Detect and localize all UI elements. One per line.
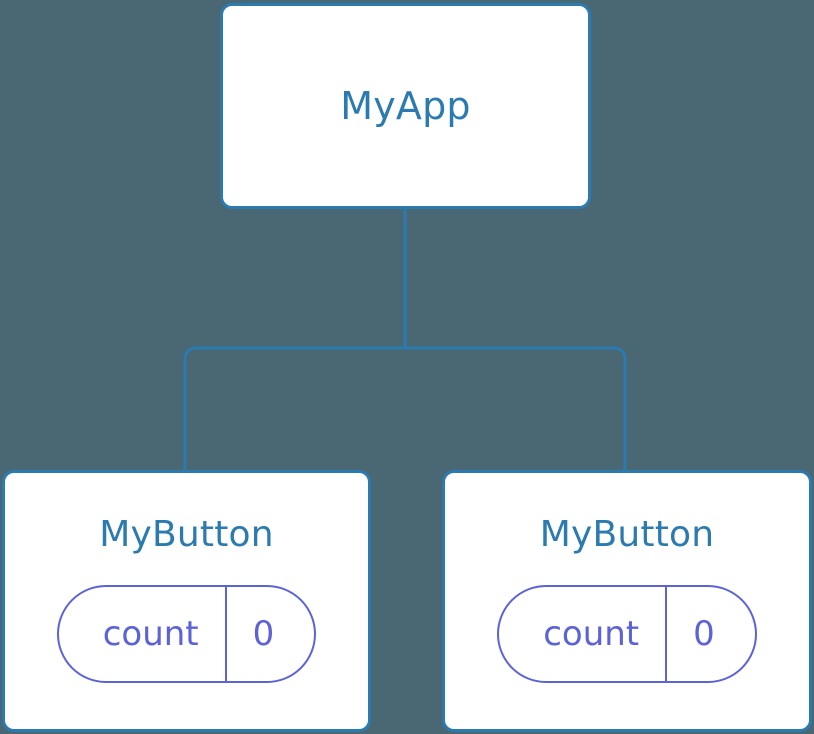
node-mybutton-2[interactable]: MyButton count 0 xyxy=(442,470,812,732)
state-pill-count-1-value: 0 xyxy=(252,614,275,654)
state-pill-count-2[interactable]: count 0 xyxy=(497,585,757,683)
node-mybutton-2-state-row: count 0 xyxy=(445,585,809,683)
state-pill-count-1[interactable]: count 0 xyxy=(56,585,317,683)
node-myapp[interactable]: MyApp xyxy=(220,3,591,209)
node-mybutton-1-state-row: count 0 xyxy=(5,585,368,683)
node-mybutton-1-title: MyButton xyxy=(99,514,274,555)
node-mybutton-1[interactable]: MyButton count 0 xyxy=(2,470,371,732)
node-mybutton-2-title: MyButton xyxy=(539,514,715,555)
state-pill-count-2-value: 0 xyxy=(693,614,715,654)
node-myapp-title: MyApp xyxy=(340,84,471,128)
state-pill-count-1-divider xyxy=(224,587,227,681)
state-pill-count-1-key: count xyxy=(102,614,199,654)
state-pill-count-2-divider xyxy=(665,587,668,681)
edge-root-to-child-left xyxy=(183,346,405,470)
state-pill-count-2-key: count xyxy=(543,614,640,654)
edge-root-to-child-right xyxy=(405,346,627,470)
